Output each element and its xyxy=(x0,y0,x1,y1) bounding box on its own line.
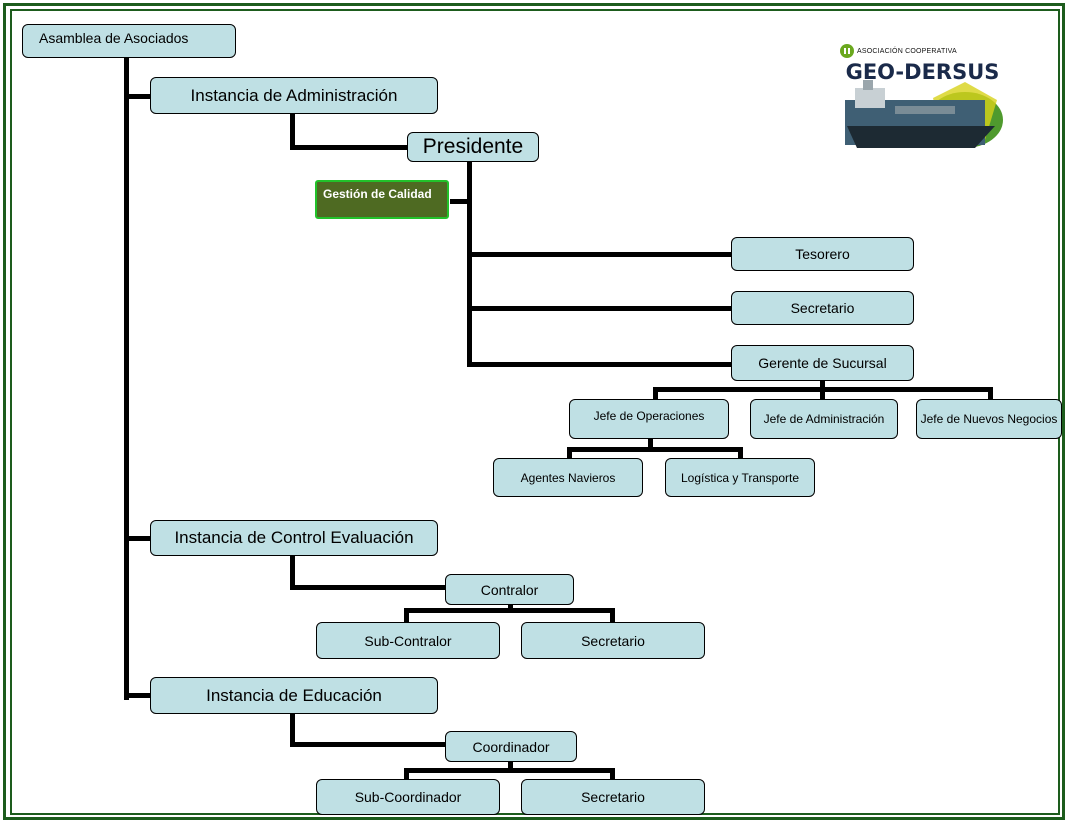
node-instancia-educacion[interactable]: Instancia de Educación xyxy=(150,677,438,714)
node-contralor[interactable]: Contralor xyxy=(445,574,574,605)
node-jefe-operaciones[interactable]: Jefe de Operaciones xyxy=(569,399,729,439)
logo-emblem-icon xyxy=(840,44,1003,148)
node-asamblea[interactable]: Asamblea de Asociados xyxy=(22,24,236,58)
node-jefe-nuevos-negocios[interactable]: Jefe de Nuevos Negocios xyxy=(916,399,1062,439)
logo-org-line: ASOCIACIÓN COOPERATIVA xyxy=(857,48,957,55)
logo-name: GEO-DERSUS xyxy=(845,60,1000,84)
node-jefe-administracion[interactable]: Jefe de Administración xyxy=(750,399,898,439)
node-sub-contralor[interactable]: Sub-Contralor xyxy=(316,622,500,659)
node-coordinador[interactable]: Coordinador xyxy=(445,731,577,762)
node-sub-coordinador[interactable]: Sub-Coordinador xyxy=(316,779,500,815)
node-instancia-control[interactable]: Instancia de Control Evaluación xyxy=(150,520,438,556)
node-presidente[interactable]: Presidente xyxy=(407,132,539,162)
node-agentes-navieros[interactable]: Agentes Navieros xyxy=(493,458,643,497)
node-instancia-administracion[interactable]: Instancia de Administración xyxy=(150,77,438,114)
node-logistica-transporte[interactable]: Logística y Transporte xyxy=(665,458,815,497)
node-secretario-educacion[interactable]: Secretario xyxy=(521,779,705,815)
node-tesorero[interactable]: Tesorero xyxy=(731,237,914,271)
node-gerente-sucursal[interactable]: Gerente de Sucursal xyxy=(731,345,914,381)
geo-dersus-logo: ASOCIACIÓN COOPERATIVA GEO-DERSUS xyxy=(835,40,1010,150)
outer-border xyxy=(3,3,1065,820)
node-secretario-control[interactable]: Secretario xyxy=(521,622,705,659)
node-secretario-admin[interactable]: Secretario xyxy=(731,291,914,325)
node-gestion-calidad[interactable]: Gestión de Calidad xyxy=(315,180,449,219)
